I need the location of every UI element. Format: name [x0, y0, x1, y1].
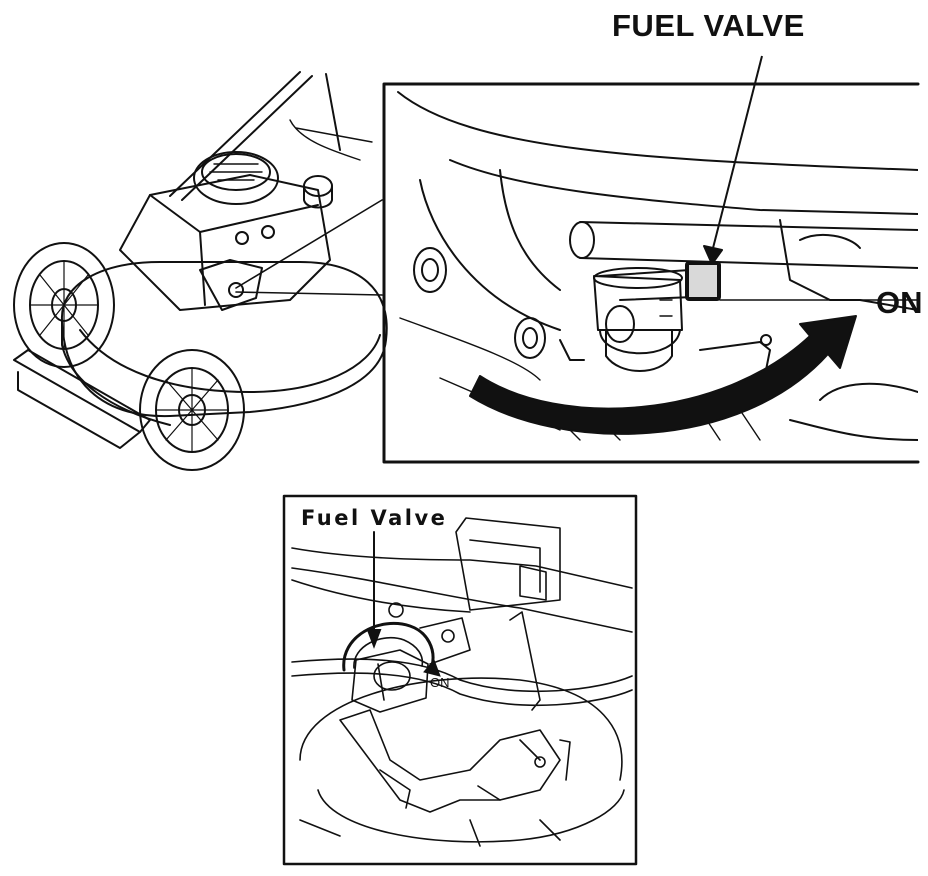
on-label-top: ON [876, 285, 923, 320]
on-label-bottom: ON [430, 675, 450, 690]
top-detail-engine [397, 91, 918, 441]
fuel-valve-label-bottom: Fuel Valve [301, 506, 448, 530]
fuel-valve-label-top: FUEL VALVE [612, 8, 805, 43]
top-leader-arrowhead [703, 245, 723, 265]
bottom-frame [282, 494, 638, 866]
bottom-leader-arrowhead [366, 629, 382, 649]
bottom-on-arrowhead [423, 659, 441, 677]
top-on-arrow [469, 315, 857, 435]
bottom-detail-engine [291, 517, 633, 847]
top-callout-frame [382, 82, 920, 464]
lawn-mower-illustration [13, 71, 388, 471]
